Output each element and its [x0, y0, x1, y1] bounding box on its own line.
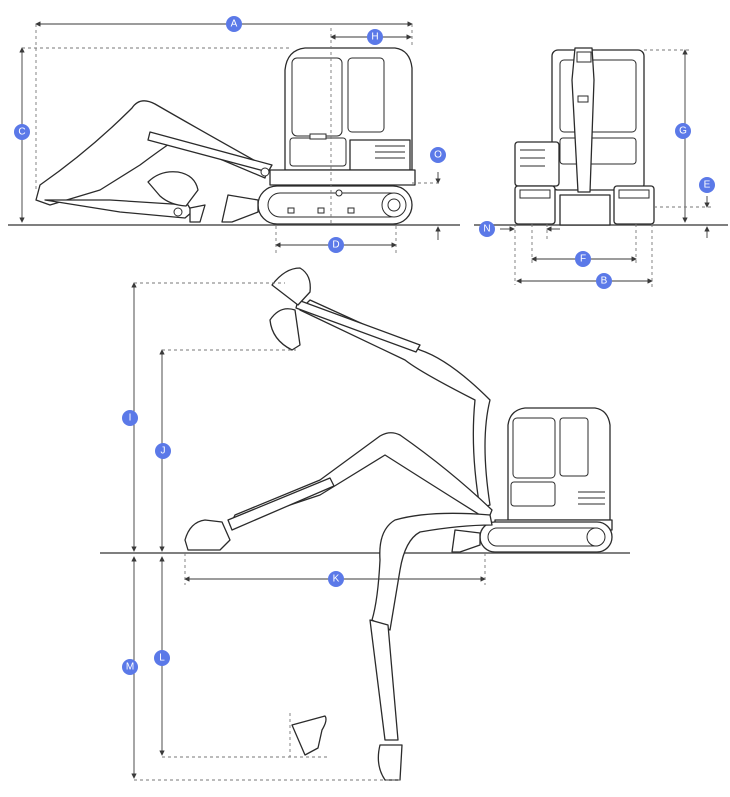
front-view — [474, 47, 728, 287]
svg-text:G: G — [679, 126, 687, 137]
badge-E: E — [699, 177, 715, 193]
badge-M: M — [122, 659, 138, 675]
svg-text:F: F — [580, 254, 586, 265]
working-range-view — [100, 267, 630, 781]
badge-L: L — [154, 650, 170, 666]
svg-text:J: J — [161, 446, 166, 457]
svg-text:B: B — [601, 276, 608, 287]
svg-text:A: A — [231, 19, 238, 30]
svg-text:C: C — [18, 127, 25, 138]
badge-J: J — [155, 443, 171, 459]
svg-text:E: E — [704, 180, 711, 191]
badge-C: C — [14, 124, 30, 140]
svg-text:M: M — [126, 662, 134, 673]
badge-I: I — [122, 410, 138, 426]
side-view-blade — [221, 194, 259, 223]
badge-A: A — [226, 16, 242, 32]
badge-H: H — [367, 29, 383, 45]
svg-text:O: O — [434, 150, 442, 161]
svg-text:D: D — [332, 240, 339, 251]
side-view — [8, 21, 460, 255]
badge-O: O — [430, 147, 446, 163]
svg-text:N: N — [483, 224, 490, 235]
badge-N: N — [479, 221, 495, 237]
badge-B: B — [596, 273, 612, 289]
side-view-cab — [269, 47, 416, 186]
badge-D: D — [328, 237, 344, 253]
svg-text:H: H — [371, 32, 378, 43]
badge-K: K — [328, 571, 344, 587]
badge-G: G — [675, 123, 691, 139]
badge-F: F — [575, 251, 591, 267]
side-view-boom — [35, 100, 273, 223]
side-view-track — [257, 185, 413, 225]
svg-text:K: K — [333, 574, 340, 585]
svg-text:I: I — [129, 413, 132, 424]
svg-text:L: L — [159, 653, 165, 664]
